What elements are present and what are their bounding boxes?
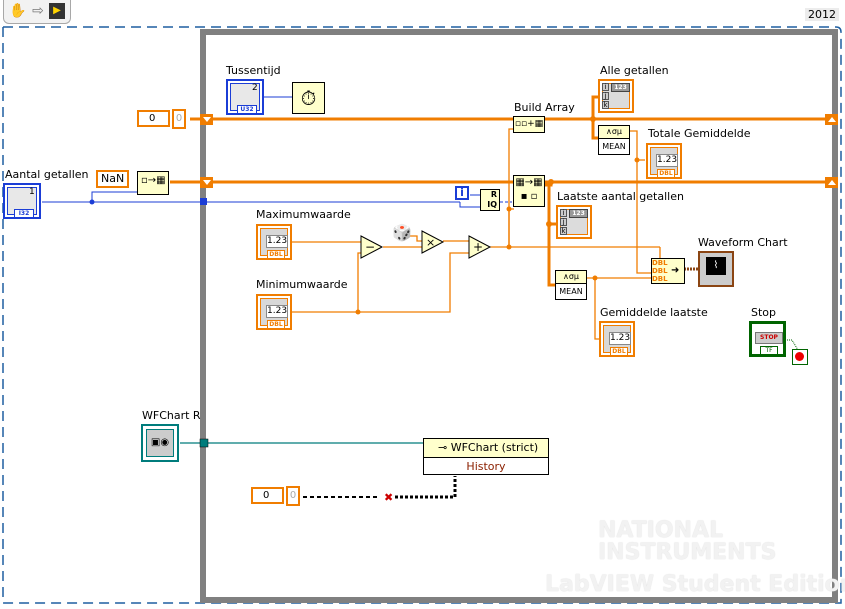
totale-gemiddelde-label: Totale Gemiddelde bbox=[648, 127, 751, 140]
initialize-array-node[interactable]: ▫→▦ bbox=[137, 171, 169, 195]
wfchart-ref-label: WFChart R bbox=[142, 409, 201, 422]
wfchart-ref-control[interactable]: ▣◉ bbox=[141, 424, 179, 462]
stop-button[interactable]: STOP TF bbox=[749, 321, 786, 357]
laatste-aantal-label: Laatste aantal getallen bbox=[557, 190, 684, 203]
while-loop[interactable] bbox=[200, 29, 838, 603]
svg-text:+: + bbox=[473, 240, 483, 254]
history-indicator: 0 bbox=[286, 486, 300, 506]
svg-text:×: × bbox=[426, 236, 435, 249]
mean-last-node[interactable]: ∧σμ MEAN bbox=[555, 270, 587, 300]
tussentijd-control[interactable]: 2 U32 bbox=[226, 79, 264, 115]
version-label: 2012 bbox=[805, 8, 839, 21]
shift-register-left-top[interactable] bbox=[200, 114, 213, 125]
svg-text:✖: ✖ bbox=[384, 491, 393, 504]
reference-icon: ▣◉ bbox=[146, 429, 174, 457]
maximumwaarde-label: Maximumwaarde bbox=[256, 208, 351, 221]
history-property[interactable]: History bbox=[466, 460, 506, 473]
svg-text:−: − bbox=[365, 240, 375, 254]
waveform-chart-indicator: ⌇ bbox=[698, 251, 734, 287]
aantal-getallen-control[interactable]: 1 I32 bbox=[3, 183, 41, 219]
array-subset-node[interactable]: ▦→▦▪ ▫ bbox=[513, 175, 545, 207]
history-constant[interactable]: 0 bbox=[251, 487, 284, 504]
hand-tool-icon[interactable]: ✋ bbox=[9, 3, 27, 19]
add-node[interactable]: + bbox=[468, 235, 492, 259]
alle-getallen-label: Alle getallen bbox=[600, 64, 669, 77]
random-number-icon[interactable]: 🎲 bbox=[392, 223, 412, 242]
key-icon: ⊸ bbox=[438, 441, 451, 454]
diagram-border bbox=[3, 26, 842, 604]
gemiddelde-laatste-label: Gemiddelde laatste bbox=[600, 306, 708, 319]
arrow-tool-icon[interactable]: ⇨ bbox=[32, 3, 44, 19]
stop-label: Stop bbox=[751, 306, 777, 319]
mean-total-node[interactable]: ∧σμ MEAN bbox=[598, 125, 630, 155]
shift-init-constant[interactable]: 0 bbox=[137, 110, 170, 127]
watermark-line2: INSTRUMENTS bbox=[598, 540, 777, 565]
iteration-terminal: i bbox=[455, 186, 469, 200]
watermark-line1: NATIONAL bbox=[598, 518, 724, 543]
waveform-chart-label: Waveform Chart bbox=[698, 236, 788, 249]
aantal-getallen-label: Aantal getallen bbox=[5, 168, 89, 181]
shift-register-left-bottom[interactable] bbox=[200, 177, 213, 188]
minimumwaarde-label: Minimumwaarde bbox=[256, 278, 348, 291]
build-array-label: Build Array bbox=[514, 101, 575, 114]
shift-register-right-top[interactable] bbox=[825, 114, 838, 125]
wait-ms-node[interactable]: ⏱ bbox=[292, 82, 325, 114]
tussentijd-label: Tussentijd bbox=[226, 64, 281, 77]
loop-condition-terminal bbox=[792, 349, 808, 365]
shift-init-indicator: 0 bbox=[172, 109, 186, 129]
build-array-node[interactable]: ▫▫+▦ bbox=[513, 116, 545, 133]
shift-register-right-bottom[interactable] bbox=[825, 177, 838, 188]
chart-graph-icon: ⌇ bbox=[706, 257, 726, 275]
metronome-icon: ⏱ bbox=[300, 86, 317, 110]
nan-constant[interactable]: NaN bbox=[96, 170, 130, 188]
multiply-node[interactable]: × bbox=[421, 230, 445, 254]
run-vi-icon[interactable]: ▶ bbox=[49, 3, 65, 19]
watermark-line3: LabVIEW Student Edition bbox=[545, 572, 845, 597]
toolbar: ✋ ⇨ ▶ bbox=[3, 0, 71, 24]
property-node[interactable]: ⊸ WFChart (strict) History bbox=[423, 438, 549, 475]
subtract-node[interactable]: − bbox=[360, 235, 384, 259]
